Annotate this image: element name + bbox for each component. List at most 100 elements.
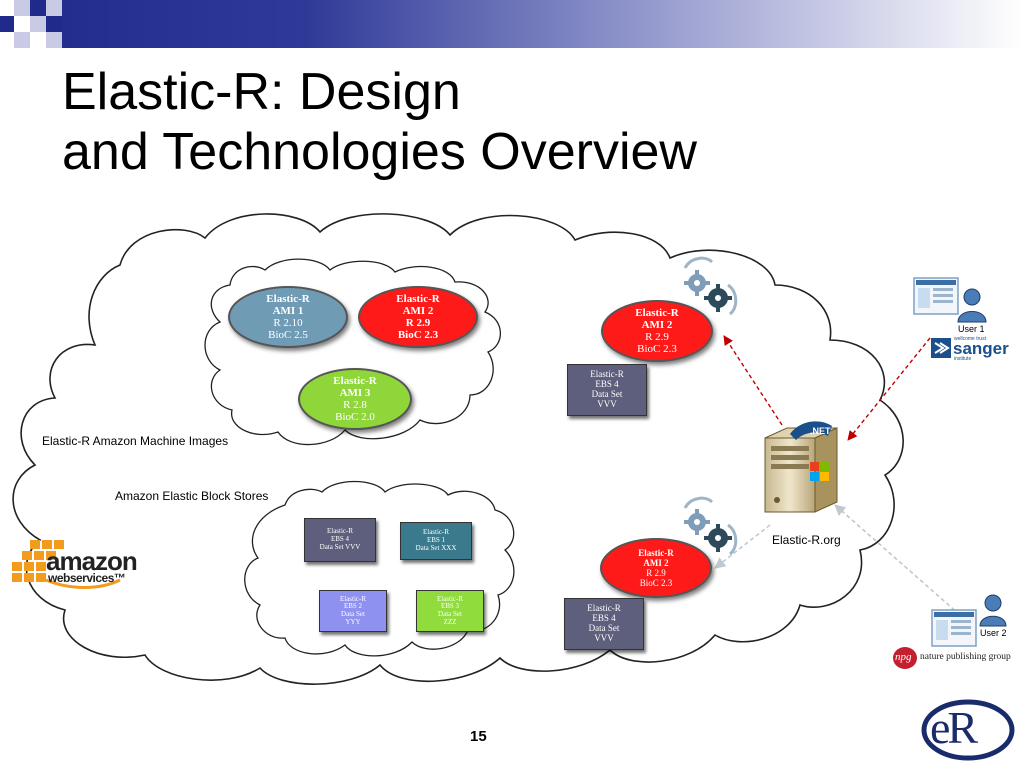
header-square bbox=[14, 32, 30, 48]
ami-line: BioC 2.5 bbox=[268, 329, 308, 341]
ebs-line: Data Set bbox=[588, 623, 620, 633]
ebs-store-1: Elastic-R EBS 1 Data Set XXX bbox=[400, 522, 472, 560]
elastic-r-org-label: Elastic-R.org bbox=[772, 533, 841, 547]
er-logo-text: eR bbox=[930, 702, 978, 753]
ebs-line: Elastic-R bbox=[587, 603, 621, 614]
instance-1: Elastic-R AMI 2 R 2.9 BioC 2.3 bbox=[601, 300, 713, 362]
ami-line: Elastic-R bbox=[266, 293, 310, 305]
ami-2: Elastic-R AMI 2 R 2.9 BioC 2.3 bbox=[358, 286, 478, 348]
page-number: 15 bbox=[470, 728, 487, 745]
npg-logo-text: nature publishing group bbox=[920, 652, 1011, 662]
attached-ebs-2: Elastic-R EBS 4 Data Set VVV bbox=[564, 598, 644, 650]
ami-images-label: Elastic-R Amazon Machine Images bbox=[42, 434, 229, 448]
ami-line: R 2.9 bbox=[405, 317, 431, 329]
sanger-logo-top: wellcome trust bbox=[954, 336, 986, 342]
header-square bbox=[46, 32, 62, 48]
ami-line: R 2.8 bbox=[343, 399, 367, 411]
spin-arc bbox=[727, 523, 738, 556]
amazon-smile bbox=[45, 578, 121, 589]
ami-line: Elastic-R bbox=[396, 293, 440, 305]
slide-title: Elastic-R: Design and Technologies Overv… bbox=[62, 62, 697, 182]
ebs-line: VVV bbox=[597, 398, 617, 409]
ebs-line: Elastic-R bbox=[590, 369, 624, 380]
header-square bbox=[46, 16, 62, 32]
sanger-logo-mark bbox=[931, 338, 951, 358]
title-line-2: and Technologies Overview bbox=[62, 123, 697, 181]
ebs-line: EBS 3 bbox=[440, 602, 460, 611]
ebs-line: Data Set VVV bbox=[319, 542, 361, 551]
attached-ebs-1: Elastic-R EBS 4 Data Set VVV bbox=[567, 364, 647, 416]
header-square bbox=[14, 0, 30, 16]
ami-line: AMI 2 bbox=[402, 305, 434, 317]
arrow-server-to-instance-1 bbox=[723, 335, 783, 426]
amazon-logo-boxes bbox=[12, 540, 64, 582]
ebs-line: Data Set bbox=[341, 610, 365, 618]
ebs-store-4: Elastic-R EBS 4 Data Set VVV bbox=[304, 518, 376, 562]
instance-line: AMI 2 bbox=[641, 319, 673, 331]
sanger-logo-sub: institute bbox=[954, 356, 972, 362]
ebs-line: Elastic-R bbox=[339, 594, 367, 603]
ami-line: R 2.10 bbox=[273, 317, 303, 329]
ami-line: BioC 2.0 bbox=[335, 411, 375, 423]
header-square bbox=[0, 16, 14, 32]
instance-line: R 2.9 bbox=[646, 568, 666, 578]
instance-line: Elastic-R bbox=[635, 307, 679, 319]
ebs-line: EBS 1 bbox=[426, 536, 446, 545]
gear-icon bbox=[704, 284, 732, 312]
user2-avatar-icon bbox=[979, 594, 1007, 627]
header-square bbox=[30, 16, 46, 32]
dotnet-badge: .NET bbox=[790, 421, 832, 440]
spin-arc bbox=[727, 283, 738, 316]
ebs-line: ZZZ bbox=[443, 617, 457, 626]
instance-line: AMI 2 bbox=[643, 558, 669, 568]
ebs-line: EBS 4 bbox=[330, 535, 350, 544]
user1-screen-icon bbox=[913, 277, 959, 315]
header-square bbox=[46, 0, 62, 16]
gear-icon bbox=[684, 509, 710, 535]
ebs-line: Data Set XXX bbox=[415, 543, 457, 552]
ebs-line: Elastic-R bbox=[326, 527, 354, 536]
ebs-line: EBS 2 bbox=[343, 602, 363, 611]
ebs-line: YYY bbox=[345, 617, 361, 626]
ebs-line: EBS 4 bbox=[592, 613, 616, 624]
ami-3: Elastic-R AMI 3 R 2.8 BioC 2.0 bbox=[298, 368, 412, 430]
instance-2: Elastic-R AMI 2 R 2.9 BioC 2.3 bbox=[600, 538, 712, 598]
ami-line: AMI 3 bbox=[339, 387, 371, 399]
ebs-line: VVV bbox=[594, 632, 614, 643]
npg-logo-mark bbox=[893, 647, 917, 669]
user1-label: User 1 bbox=[958, 324, 985, 334]
dotnet-label: .NET bbox=[810, 426, 831, 436]
header-square bbox=[30, 0, 46, 16]
user2-label: User 2 bbox=[980, 628, 1007, 638]
arrow-server-to-instance-2 bbox=[714, 524, 771, 569]
er-logo bbox=[921, 699, 1015, 761]
ami-1: Elastic-R AMI 1 R 2.10 BioC 2.5 bbox=[228, 286, 348, 348]
spin-arc bbox=[683, 256, 714, 269]
amazon-logo-sub: webservices™ bbox=[48, 571, 126, 585]
sanger-logo-text: sanger bbox=[953, 339, 1009, 358]
header-bar bbox=[0, 0, 1024, 48]
instance-line: BioC 2.3 bbox=[637, 343, 677, 355]
gear-icon bbox=[704, 524, 732, 552]
ebs-line: Data Set bbox=[438, 610, 462, 618]
ebs-line: Data Set bbox=[591, 389, 623, 399]
user2-screen-icon bbox=[931, 609, 977, 647]
instance-line: Elastic-R bbox=[638, 548, 674, 558]
ebs-line: EBS 4 bbox=[595, 379, 619, 390]
block-stores-label: Amazon Elastic Block Stores bbox=[115, 489, 269, 503]
npg-logo-mark-text: npg bbox=[895, 651, 912, 663]
ebs-store-2: Elastic-R EBS 2 Data Set YYY bbox=[319, 590, 387, 632]
title-line-1: Elastic-R: Design bbox=[62, 63, 461, 121]
amazon-logo-text: amazon bbox=[46, 546, 138, 576]
ebs-store-3: Elastic-R EBS 3 Data Set ZZZ bbox=[416, 590, 484, 632]
windows-logo bbox=[810, 462, 829, 481]
ami-line: AMI 1 bbox=[272, 305, 304, 317]
user1-avatar-icon bbox=[957, 288, 987, 323]
gear-icon bbox=[684, 270, 710, 296]
instance-line: BioC 2.3 bbox=[639, 578, 673, 588]
ebs-line: Elastic-R bbox=[422, 528, 450, 537]
ami-line: Elastic-R bbox=[333, 375, 377, 387]
header-gradient bbox=[0, 0, 1024, 48]
ami-line: BioC 2.3 bbox=[397, 329, 439, 341]
